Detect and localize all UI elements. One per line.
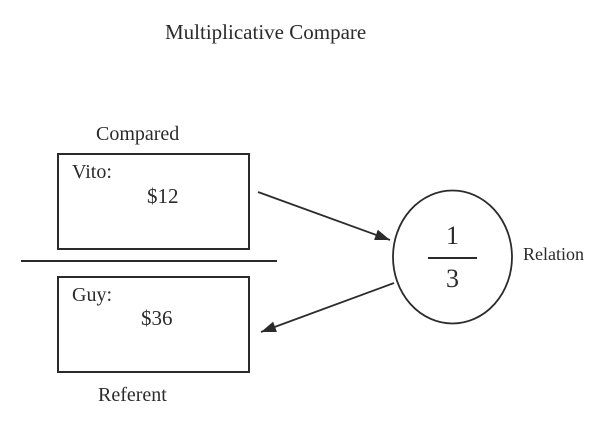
compared-name: Vito:: [72, 161, 112, 183]
arrow-compared-to-relation: [257, 191, 391, 241]
arrow-relation-to-referent: [260, 282, 395, 333]
fraction-bar: [428, 256, 477, 259]
compared-label: Compared: [96, 123, 180, 145]
fraction-denominator: 3: [446, 263, 459, 293]
compared-box: Vito: $12: [57, 153, 250, 250]
fraction-numerator: 1: [446, 220, 459, 250]
referent-box: Guy: $36: [57, 276, 250, 373]
referent-label: Referent: [98, 384, 167, 406]
referent-name: Guy:: [72, 284, 112, 306]
diagram-title: Multiplicative Compare: [165, 20, 367, 44]
compare-divider-line: [21, 260, 277, 262]
relation-fraction: 1 3: [392, 190, 513, 324]
relation-label: Relation: [523, 244, 584, 264]
compared-amount: $12: [147, 184, 179, 208]
referent-amount: $36: [141, 306, 173, 330]
